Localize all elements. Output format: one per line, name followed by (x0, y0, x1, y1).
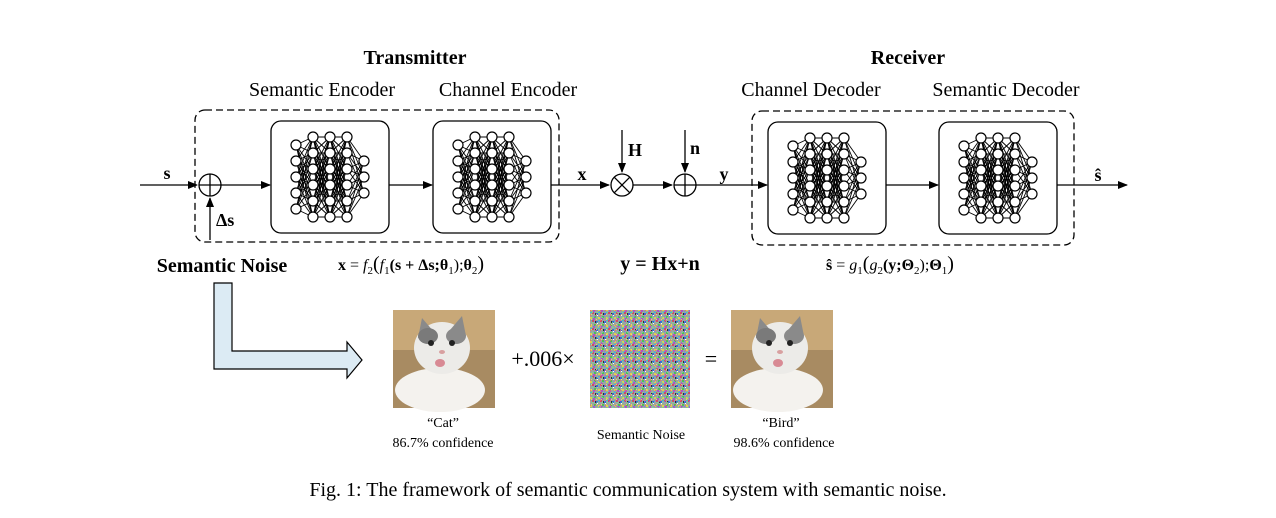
noise-image (590, 310, 690, 408)
signal-s-hat-label: ŝ (1094, 165, 1101, 185)
signal-H-label: H (628, 140, 642, 160)
channel-encoder-network (432, 120, 552, 234)
channel-encoder-label: Channel Encoder (439, 79, 578, 101)
semantic-noise-title: Semantic Noise (157, 255, 288, 277)
cat-confidence: 86.7% confidence (392, 436, 493, 451)
bird-confidence: 98.6% confidence (733, 436, 834, 451)
transmitter-title: Transmitter (364, 47, 467, 69)
semantic-decoder-network (938, 121, 1058, 235)
signal-s-label: s (163, 163, 170, 183)
equals-sign: = (705, 346, 717, 371)
receiver-boundary (751, 110, 1075, 246)
delta-s-label: Δs (216, 210, 234, 230)
signal-x-label: x (578, 164, 587, 184)
signal-n-label: n (690, 138, 700, 158)
cat-image-adversarial (731, 310, 833, 412)
noise-scale-operator: +.006× (511, 346, 574, 371)
semantic-noise-adder (198, 173, 222, 197)
semantic-noise-arrow (213, 282, 363, 380)
channel-decoder-label: Channel Decoder (741, 79, 881, 101)
transmitter-boundary (194, 109, 560, 243)
channel-noise-adder (673, 173, 697, 197)
cat-label: “Cat” (427, 416, 459, 431)
signal-y-label: y (720, 164, 729, 184)
semantic-encoder-label: Semantic Encoder (249, 79, 395, 101)
semantic-decoder-label: Semantic Decoder (932, 79, 1079, 101)
channel-decoder-network (767, 121, 887, 235)
transmitter-formula: x = f2(f1(s + Δs;θ1);θ2) (338, 253, 484, 277)
channel-multiplier (610, 173, 634, 197)
receiver-formula: ŝ = g1(g2(y;Θ2);Θ1) (826, 253, 954, 277)
bird-label: “Bird” (762, 416, 799, 431)
receiver-title: Receiver (871, 47, 946, 69)
channel-formula: y = Hx+n (620, 253, 699, 275)
figure-caption: Fig. 1: The framework of semantic commun… (309, 479, 946, 501)
cat-image-original (393, 310, 495, 412)
semantic-encoder-network (270, 120, 390, 234)
noise-label: Semantic Noise (597, 428, 685, 443)
